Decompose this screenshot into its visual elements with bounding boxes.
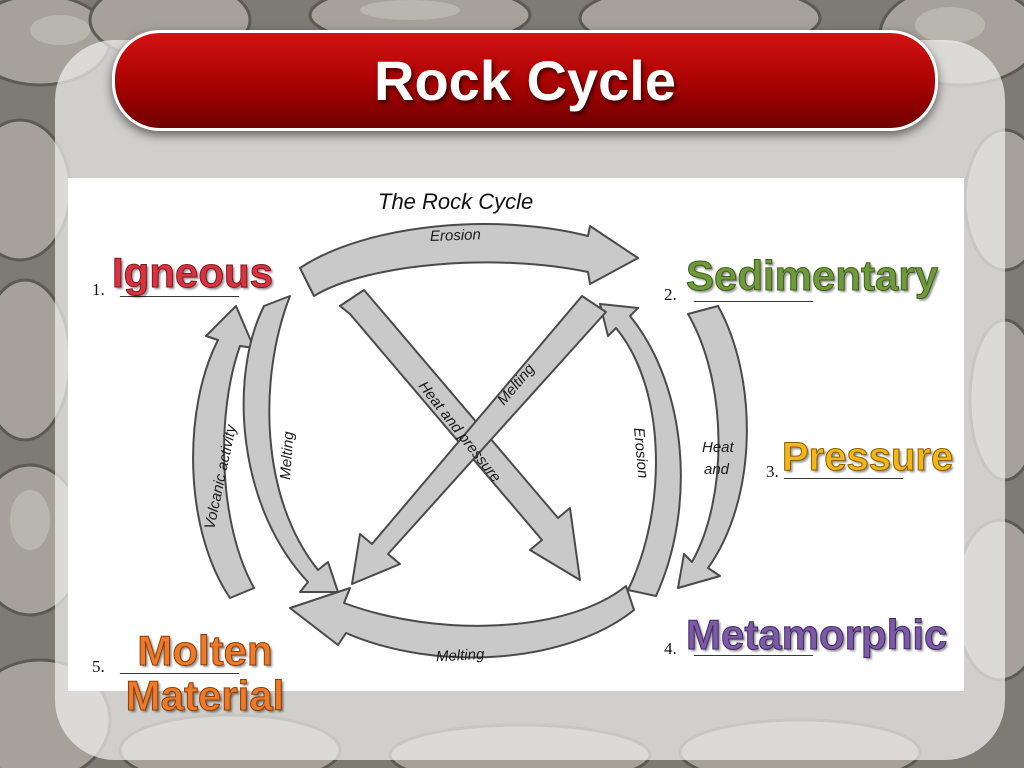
blank-line-4: ______________ bbox=[693, 639, 814, 658]
answer-molten: Molten bbox=[137, 627, 273, 674]
arrow-melting-bottom bbox=[289, 585, 635, 659]
label-erosion-top: Erosion bbox=[430, 226, 481, 245]
arrow-erosion-right bbox=[599, 303, 682, 597]
blank-number-3: 3. bbox=[766, 462, 779, 481]
answer-sedimentary: Sedimentary bbox=[685, 252, 939, 299]
label-melting-bottom: Melting bbox=[436, 646, 486, 666]
blank-number-2: 2. bbox=[664, 285, 677, 304]
arrow-volcanic bbox=[192, 305, 255, 599]
blank-number-1: 1. bbox=[92, 280, 105, 299]
answer-metamorphic: Metamorphic bbox=[685, 611, 948, 658]
arrow-diagonal-melting bbox=[351, 295, 607, 585]
title-bar: Rock Cycle bbox=[112, 30, 938, 131]
answer-pressure: Pressure bbox=[781, 435, 954, 479]
slide-title: Rock Cycle bbox=[374, 49, 676, 112]
diagram-title: The Rock Cycle bbox=[378, 189, 533, 214]
answer-molten-material: Molten Material bbox=[110, 627, 300, 720]
arrow-melting-left bbox=[242, 295, 339, 593]
blank-line-3: ______________ bbox=[783, 462, 904, 481]
blank-line-5: ______________ bbox=[119, 657, 240, 676]
blank-number-5: 5. bbox=[92, 657, 105, 676]
label-melting-left: Melting bbox=[277, 430, 297, 480]
label-heat-line1: Heat bbox=[702, 439, 735, 456]
rock-cycle-arrows: Erosion Melting Volcanic activity Meltin… bbox=[92, 189, 904, 676]
label-heat-line2: and bbox=[704, 461, 730, 478]
blank-line-2: ______________ bbox=[693, 285, 814, 304]
blank-line-1: ______________ bbox=[119, 280, 240, 299]
answer-igneous: Igneous bbox=[111, 249, 274, 296]
rock-cycle-diagram: Erosion Melting Volcanic activity Meltin… bbox=[68, 178, 964, 691]
blank-number-4: 4. bbox=[664, 639, 677, 658]
arrow-diagonal-heat-pressure bbox=[339, 289, 581, 581]
arrow-erosion-top bbox=[299, 223, 639, 297]
label-erosion-right: Erosion bbox=[630, 427, 651, 479]
arrow-heat-right bbox=[677, 305, 748, 589]
answer-material: Material bbox=[125, 672, 285, 720]
